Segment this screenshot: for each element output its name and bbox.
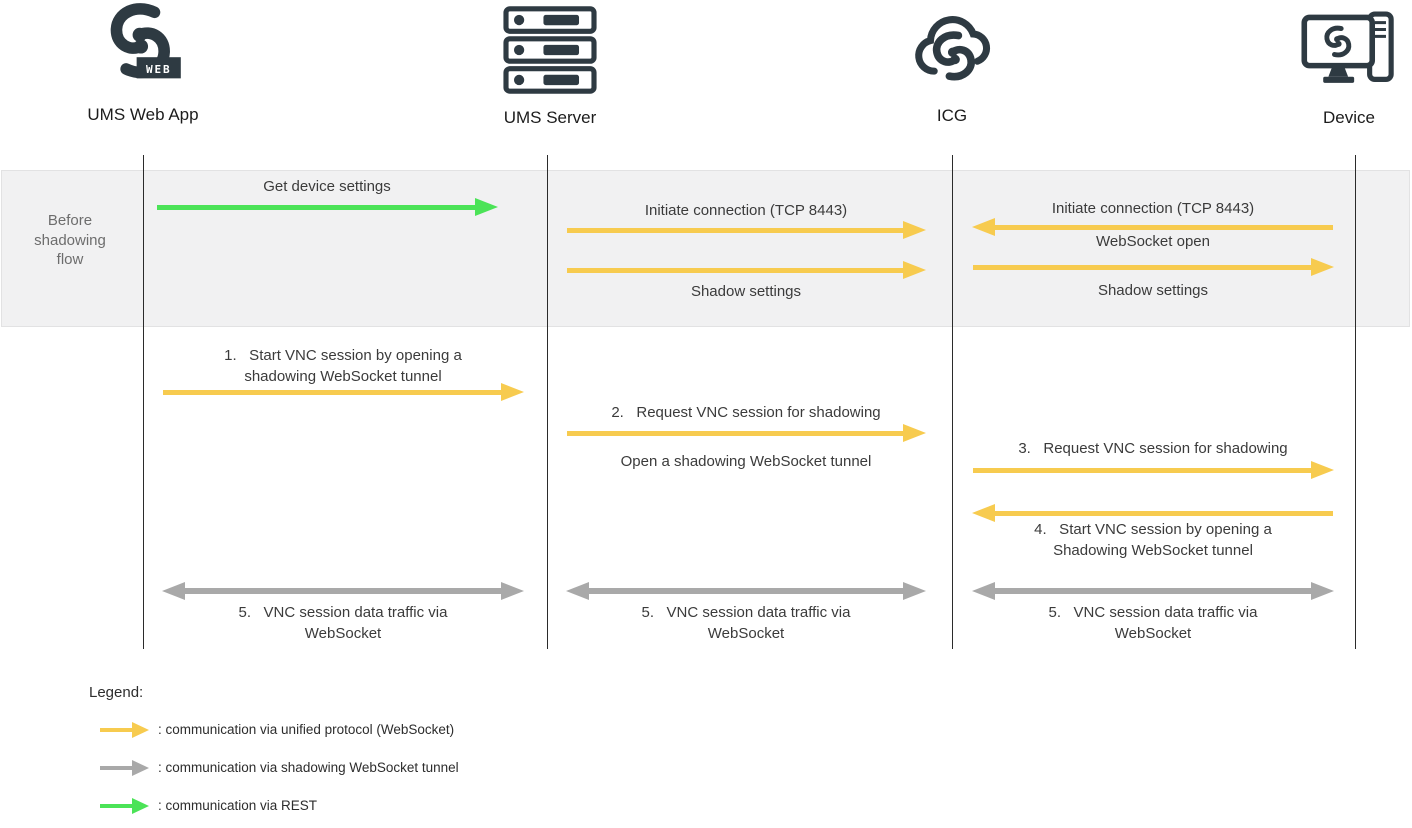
web-badge-text: WEB — [146, 63, 171, 76]
device-monitor-icon — [1301, 8, 1397, 94]
legend-label-shadow-tunnel: : communication via shadowing WebSocket … — [158, 760, 459, 775]
actor-label-device: Device — [1323, 108, 1375, 127]
message-label-step4: 4. Start VNC session by opening a Shadow… — [1034, 521, 1272, 559]
ums-web-app-logo-icon: WEB — [98, 2, 190, 94]
before-shadowing-band — [1, 170, 1410, 327]
lifeline-device — [1354, 155, 1357, 649]
actor-label-icg: ICG — [936, 106, 968, 125]
legend-label-rest: : communication via REST — [158, 798, 318, 813]
message-label-get-device-settings: Get device settings — [263, 178, 391, 195]
message-label-shadow-settings-ums-icg: Shadow settings — [690, 283, 802, 300]
lifeline-ums-web-app — [142, 155, 145, 649]
message-label-step5-lane1: 5. VNC session data traffic via WebSocke… — [238, 604, 448, 642]
legend-label-unified: : communication via unified protocol (We… — [158, 722, 455, 737]
message-label-step5-lane2: 5. VNC session data traffic via WebSocke… — [641, 604, 851, 642]
message-label-websocket-open: WebSocket open — [1096, 233, 1210, 250]
message-label-initiate-connection-ums-icg: Initiate connection (TCP 8443) — [644, 202, 848, 219]
before-shadowing-label: Before shadowing flow — [34, 212, 106, 268]
message-label-initiate-connection-device-icg: Initiate connection (TCP 8443) — [1051, 200, 1255, 217]
lifeline-ums-server — [546, 155, 549, 649]
actor-label-ums-web-app: UMS Web App — [87, 105, 199, 124]
message-label-step5-lane3: 5. VNC session data traffic via WebSocke… — [1048, 604, 1258, 642]
icg-cloud-icon — [906, 2, 1000, 97]
lifeline-icg — [951, 155, 954, 649]
server-stack-icon — [503, 6, 597, 94]
message-label-step2-below: Open a shadowing WebSocket tunnel — [620, 453, 872, 470]
actor-label-ums-server: UMS Server — [503, 108, 597, 127]
legend-title: Legend: — [89, 684, 144, 701]
message-label-step2: 2. Request VNC session for shadowing — [611, 404, 881, 421]
message-label-shadow-settings-icg-device: Shadow settings — [1097, 282, 1209, 299]
message-label-step3: 3. Request VNC session for shadowing — [1018, 440, 1288, 457]
message-label-step1: 1. Start VNC session by opening a shadow… — [224, 347, 462, 385]
